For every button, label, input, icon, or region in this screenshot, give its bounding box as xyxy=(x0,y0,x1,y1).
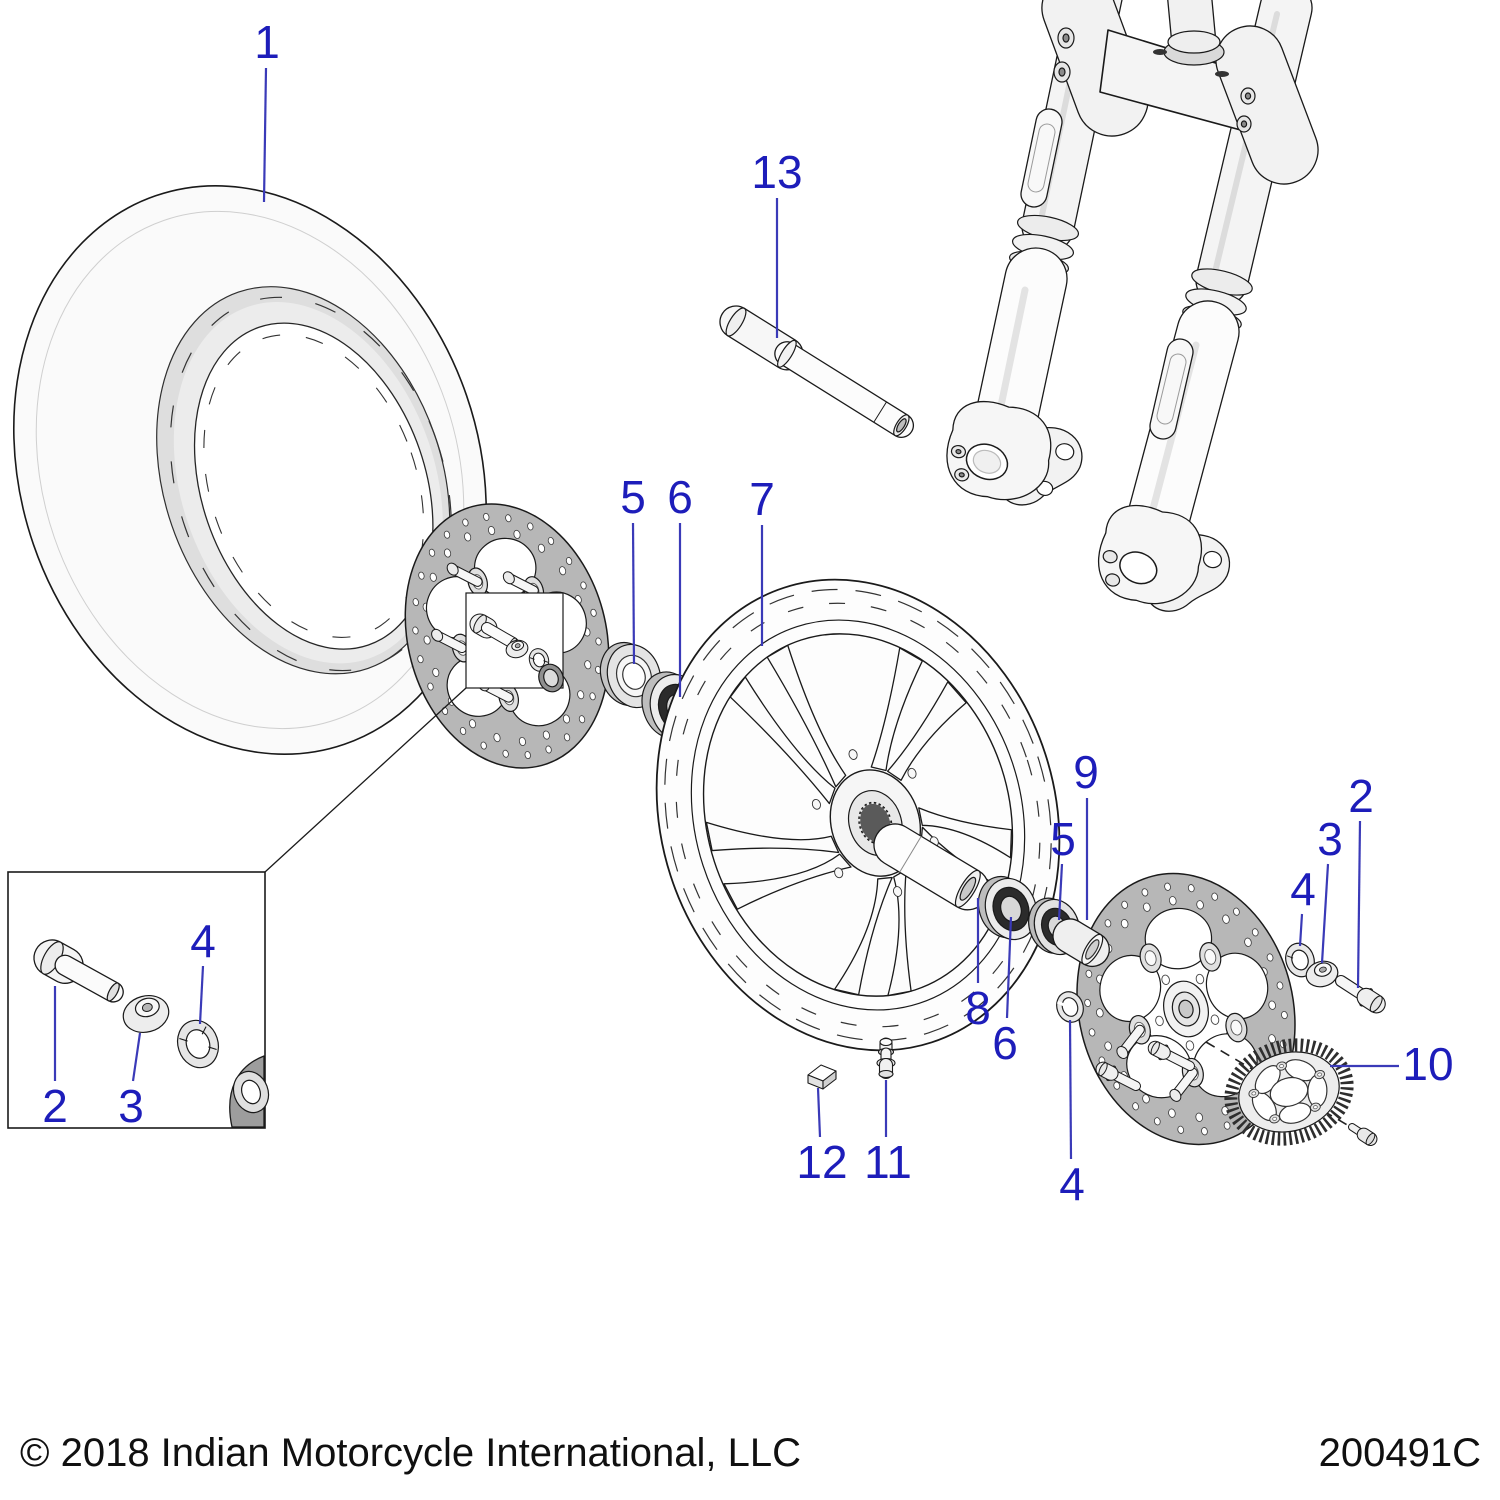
tire-drawing xyxy=(12,185,488,755)
callout-4-leader xyxy=(1298,913,1304,947)
callout-4-leader xyxy=(198,965,205,1025)
disc-hardware-detail-square xyxy=(465,592,564,693)
callout-6-label: 6 xyxy=(667,471,693,523)
wheel-weight-drawing xyxy=(807,1064,837,1090)
front-axle-drawing xyxy=(719,305,914,438)
part-number-text: 200491C xyxy=(1319,1431,1481,1475)
callout-5-leader xyxy=(1057,863,1064,921)
callout-4-label: 4 xyxy=(1290,863,1316,915)
callout-10-label: 10 xyxy=(1402,1038,1453,1090)
callout-3-label: 3 xyxy=(1317,813,1343,865)
valve-stem-drawing xyxy=(876,1037,896,1080)
callout-1-leader xyxy=(262,67,268,203)
callout-9-label: 9 xyxy=(1073,746,1099,798)
callout-2-label: 2 xyxy=(42,1080,68,1132)
brake-disc-right-drawing xyxy=(1076,872,1296,1146)
callout-8-label: 8 xyxy=(965,982,991,1034)
callout-6-leader xyxy=(1005,916,1013,1019)
callout-3-leader xyxy=(1320,863,1330,964)
callout-3-leader xyxy=(131,1032,142,1082)
callout-5-leader xyxy=(631,522,636,665)
seal-left-drawing xyxy=(599,641,662,709)
callout-13-label: 13 xyxy=(751,146,802,198)
callout-1-label: 1 xyxy=(254,16,280,68)
callout-11-label: 11 xyxy=(864,1136,912,1188)
callout-5-label: 5 xyxy=(620,471,646,523)
bearing-seal-spacer-right-drawing xyxy=(977,875,1110,1023)
callout-4-label: 4 xyxy=(190,915,216,967)
callout-3-label: 3 xyxy=(118,1080,144,1132)
callout-12-label: 12 xyxy=(796,1136,847,1188)
front-wheel-drawing xyxy=(655,578,1061,1052)
callout-7-label: 7 xyxy=(749,473,775,525)
callout-2-label: 2 xyxy=(1348,770,1374,822)
callout-4-label: 4 xyxy=(1059,1158,1085,1210)
front-fork-assembly-drawing xyxy=(946,0,1319,612)
axle-fasteners-right-drawing xyxy=(1285,942,1386,1014)
callout-4-leader xyxy=(1068,1019,1073,1160)
callout-2-leader xyxy=(1356,820,1362,989)
copyright-text: © 2018 Indian Motorcycle International, … xyxy=(20,1431,801,1475)
callout-12-leader xyxy=(816,1087,822,1138)
callout-5-label: 5 xyxy=(1050,813,1076,865)
hardware-inset-box xyxy=(7,687,467,1129)
abs-tone-ring-drawing xyxy=(1205,1038,1378,1146)
callout-6-label: 6 xyxy=(992,1017,1018,1069)
